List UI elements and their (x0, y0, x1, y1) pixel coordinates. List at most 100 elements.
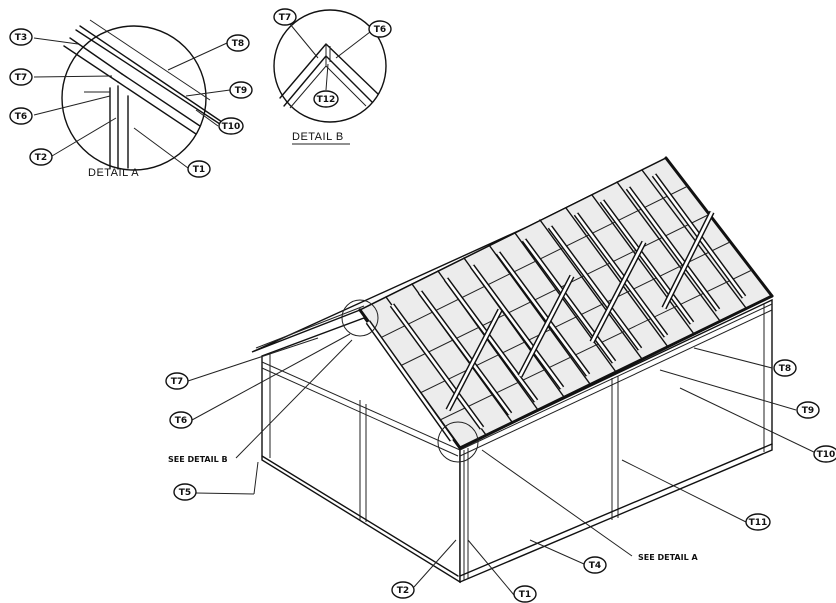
end-rafter (664, 156, 774, 298)
tag-bubble: T7 (165, 372, 189, 390)
leader (133, 127, 189, 169)
detail-a-circle (61, 25, 207, 171)
rafter (539, 219, 643, 360)
tag-bubble: T1 (513, 585, 537, 603)
see-detail-a-note: SEE DETAIL A (638, 553, 698, 562)
detail-a-roof-line (79, 25, 223, 123)
tag-label: T10 (817, 450, 836, 460)
side-wall (459, 298, 773, 584)
tag-label: T6 (374, 25, 386, 35)
leader (467, 539, 515, 596)
tag-label: T5 (179, 488, 191, 498)
tag-bubble: T8 (773, 359, 797, 377)
tag-label: T7 (279, 13, 291, 23)
tag-bubble: T7 (9, 68, 33, 86)
detail-a-roof-line (89, 19, 211, 101)
tag-label: T7 (171, 377, 183, 387)
tag-bubble: T5 (173, 483, 197, 501)
detail-a: T3 T7 T6 T2 T8 T9 T10 T1 DETAIL A (9, 19, 253, 179)
tag-label: T10 (222, 122, 241, 132)
tag-bubble: T2 (391, 581, 415, 599)
tag-bubble: T9 (796, 401, 820, 419)
leader (679, 387, 819, 455)
leader (529, 539, 585, 565)
detail-b: T7 T6 T12 DETAIL B (273, 8, 392, 145)
main-callouts: T7 T6 T5 T2 T1 T4 T8 T9 T10 T11 SEE DETA… (165, 333, 836, 603)
tag-label: T11 (749, 518, 768, 528)
tag-bubble: T6 (368, 20, 392, 38)
tag-label: T9 (235, 86, 247, 96)
tag-label: T9 (802, 406, 814, 416)
leader (195, 492, 255, 495)
leader (335, 31, 371, 59)
tag-bubble: T11 (745, 513, 771, 531)
leader (235, 339, 353, 459)
detail-a-roof-line (69, 37, 123, 75)
leader (481, 449, 633, 557)
top-plate (459, 303, 773, 451)
tag-label: T2 (397, 586, 409, 596)
tag-bubble: T12 (313, 90, 339, 108)
gable-plate (261, 361, 461, 451)
detail-a-roof-line (117, 81, 197, 135)
tag-bubble: T8 (226, 34, 250, 52)
tag-bubble: T3 (9, 28, 33, 46)
leader (185, 89, 231, 97)
tag-label: T8 (232, 39, 244, 49)
rafter (514, 232, 617, 373)
purlin (399, 213, 711, 367)
tag-bubble: T9 (229, 81, 253, 99)
tag-label: T7 (15, 73, 27, 83)
leader (51, 117, 117, 157)
leader (195, 109, 219, 127)
detail-a-callout-circle (437, 421, 479, 463)
leader (191, 333, 351, 421)
detail-b-circle (273, 9, 387, 123)
detail-b-callout-circle (341, 299, 379, 337)
tag-bubble: T1 (187, 160, 211, 178)
rafter (565, 207, 669, 348)
sill-plate (261, 455, 459, 577)
tag-bubble: T6 (9, 107, 33, 125)
leader (33, 37, 79, 45)
detail-a-roof-line (121, 73, 201, 127)
detail-a-roof-line (75, 29, 227, 129)
purlin (439, 269, 753, 421)
leader (413, 539, 457, 588)
tag-label: T4 (589, 561, 601, 571)
detail-b-title: DETAIL B (292, 131, 344, 143)
rafter (591, 194, 695, 335)
tag-bubble: T6 (169, 411, 193, 429)
leader (289, 23, 319, 59)
top-plate (459, 309, 773, 457)
leader (621, 459, 747, 523)
tag-label: T6 (15, 112, 27, 122)
tag-bubble: T7 (273, 8, 297, 26)
leader (33, 75, 113, 78)
leader (187, 337, 319, 382)
leader (325, 63, 329, 91)
tag-label: T2 (35, 153, 47, 163)
leader (693, 347, 773, 369)
tag-label: T1 (519, 590, 531, 600)
purlin (379, 185, 689, 339)
tag-label: T12 (317, 95, 336, 105)
sill-plate (459, 443, 773, 577)
eave-line (255, 305, 365, 349)
rafter (616, 181, 721, 322)
leader (253, 461, 259, 495)
rafter (641, 169, 747, 309)
detail-b-rafter (279, 43, 379, 99)
tag-bubble: T2 (29, 148, 53, 166)
tag-label: T8 (779, 364, 791, 374)
tag-bubble: T10 (813, 445, 836, 463)
building (251, 156, 774, 584)
gable-plate (261, 367, 459, 457)
tag-label: T6 (175, 416, 187, 426)
web-braces (365, 173, 747, 442)
tag-bubble: T10 (218, 117, 244, 135)
see-detail-b-note: SEE DETAIL B (168, 455, 228, 464)
leader (659, 369, 797, 411)
tag-label: T3 (15, 33, 27, 43)
